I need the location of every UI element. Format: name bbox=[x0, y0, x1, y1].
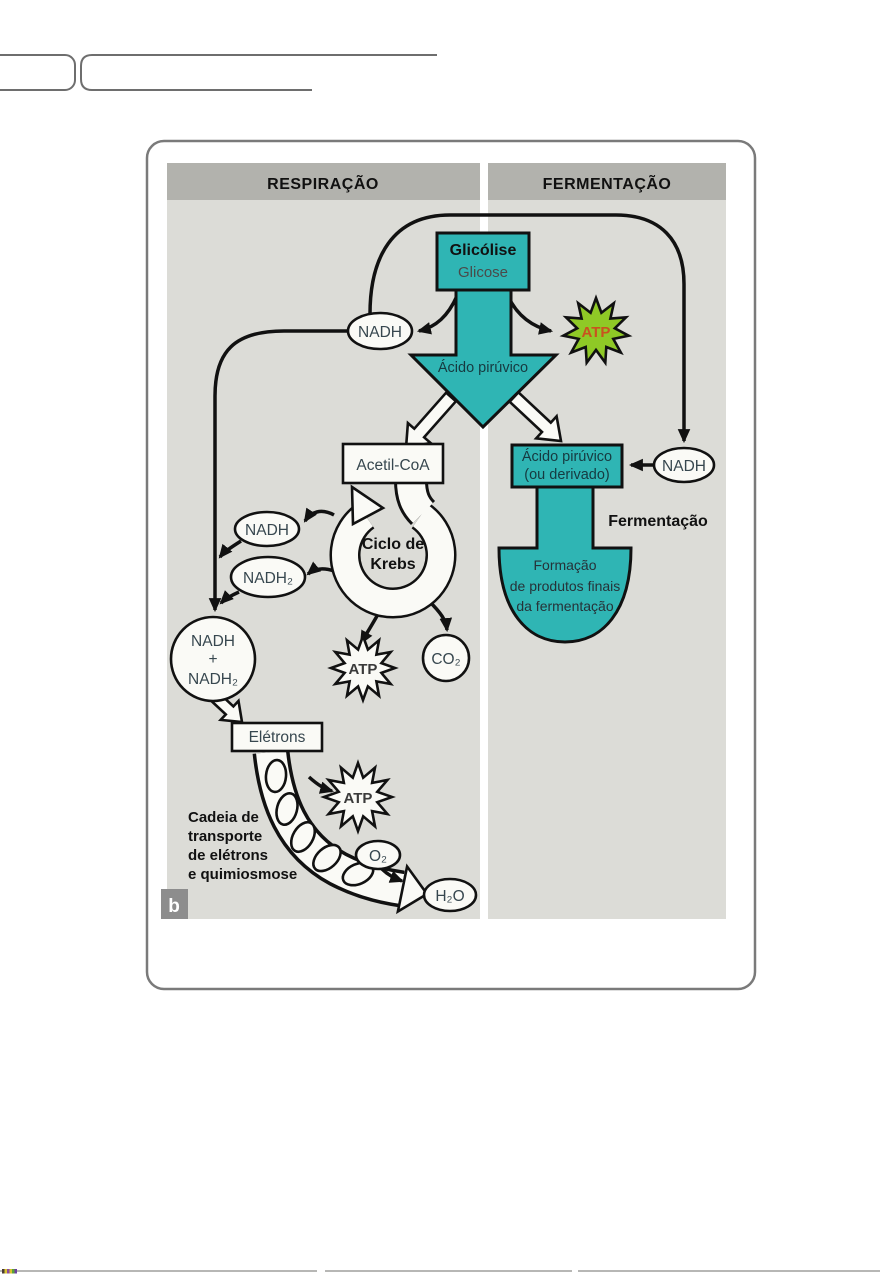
registration-mark bbox=[4, 1269, 7, 1274]
fork-arrow-right bbox=[507, 390, 563, 443]
connector-nadh2-to-line bbox=[219, 590, 240, 605]
nadh-ellipse-right bbox=[652, 446, 716, 484]
connector-nadh-to-line bbox=[218, 539, 242, 559]
nadh-sum-circle bbox=[169, 615, 257, 703]
chain-caption-line3: de elétrons bbox=[188, 847, 268, 864]
electron-transport-band bbox=[252, 749, 429, 915]
atp-krebs-label: ATP bbox=[349, 661, 378, 678]
registration-mark bbox=[2, 1269, 5, 1274]
connector-glycolysis-to-right-nadh bbox=[368, 213, 691, 444]
nadh-ellipse-top bbox=[346, 311, 414, 351]
krebs-ring-arrowhead bbox=[350, 484, 386, 527]
fermentation-funnel bbox=[497, 481, 633, 644]
glycolysis-box bbox=[435, 231, 531, 292]
o2-ellipse bbox=[354, 839, 402, 871]
pyruvate-derived-line2: (ou derivado) bbox=[524, 467, 609, 483]
atp-star-krebs bbox=[327, 632, 399, 704]
chain-caption-line1: Cadeia de bbox=[188, 809, 259, 826]
registration-mark bbox=[7, 1269, 10, 1274]
nadh-top-label: NADH bbox=[358, 324, 402, 341]
connector-krebs-to-nadh2 bbox=[306, 561, 335, 576]
glycolysis-title: Glicólise bbox=[450, 242, 517, 259]
electron-carrier-ellipse bbox=[275, 792, 299, 826]
connector-nadh-to-sum bbox=[208, 329, 348, 613]
registration-mark bbox=[14, 1269, 17, 1274]
funnel-line1: Formação bbox=[533, 557, 596, 573]
krebs-neck-fill bbox=[397, 479, 434, 523]
fermentation-header-label: FERMENTAÇÃO bbox=[543, 173, 672, 193]
chain-caption-line4: e quimiosmose bbox=[188, 866, 297, 883]
nadh-sum-line3: NADH₂ bbox=[188, 671, 238, 688]
h2o-ellipse bbox=[422, 877, 478, 913]
nadh-mid-label: NADH bbox=[245, 522, 289, 539]
atp-glycolysis-label: ATP bbox=[582, 324, 611, 341]
connector-band-to-atp bbox=[307, 775, 335, 794]
registration-mark bbox=[12, 1269, 15, 1274]
electron-carrier-ellipse bbox=[289, 820, 317, 854]
pyruvate-derived-box bbox=[510, 443, 624, 489]
krebs-ring-fill bbox=[332, 505, 454, 616]
nadh2-label: NADH₂ bbox=[243, 570, 293, 587]
nadh-right-label: NADH bbox=[662, 458, 706, 475]
chain-caption-line2: transporte bbox=[188, 828, 262, 845]
figure-badge-label: b bbox=[168, 896, 180, 917]
acetyl-coa-box bbox=[341, 442, 445, 485]
top-header-rule-outline bbox=[80, 54, 437, 91]
electron-carrier-ellipse bbox=[312, 843, 342, 873]
fermentation-label: Fermentação bbox=[608, 513, 708, 530]
nadh-sum-line2: + bbox=[208, 651, 217, 668]
o2-label: O₂ bbox=[369, 848, 387, 865]
pyruvate-derived-line1: Ácido pirúvico bbox=[522, 448, 612, 465]
nadh-ellipse-mid bbox=[233, 510, 301, 548]
acetyl-coa-label: Acetil-CoA bbox=[356, 457, 430, 474]
pyruvate-label: Ácido pirúvico bbox=[438, 359, 528, 376]
co2-circle bbox=[421, 633, 471, 683]
electron-carrier-ellipse bbox=[264, 758, 288, 794]
krebs-label-line2: Krebs bbox=[370, 556, 415, 573]
atp-star-chain bbox=[320, 759, 396, 835]
funnel-line2: de produtos finais bbox=[510, 578, 621, 594]
top-left-tab-outline bbox=[0, 54, 76, 91]
h2o-label: H₂O bbox=[435, 888, 464, 905]
figure-badge bbox=[161, 889, 188, 919]
respiration-header-label: RESPIRAÇÃO bbox=[267, 173, 379, 193]
nadh-sum-line1: NADH bbox=[191, 633, 235, 650]
fermentation-header-bar bbox=[488, 163, 726, 200]
atp-chain-label: ATP bbox=[344, 790, 373, 807]
electrons-box bbox=[230, 721, 324, 753]
nadh2-ellipse bbox=[229, 555, 307, 599]
respiration-header-bar bbox=[167, 163, 480, 200]
registration-mark bbox=[9, 1269, 12, 1274]
connector-krebs-to-nadh bbox=[303, 507, 335, 523]
atp-star-glycolysis bbox=[559, 294, 633, 367]
krebs-label-line1: Ciclo de bbox=[362, 536, 424, 553]
funnel-line3: da fermentação bbox=[516, 598, 613, 614]
registration-marks bbox=[2, 1269, 17, 1274]
electrons-label: Elétrons bbox=[249, 729, 306, 746]
glucose-label: Glicose bbox=[458, 264, 508, 281]
co2-label: CO₂ bbox=[431, 651, 460, 668]
band-arrowhead bbox=[396, 863, 429, 915]
glycolysis-arrow bbox=[407, 286, 560, 430]
